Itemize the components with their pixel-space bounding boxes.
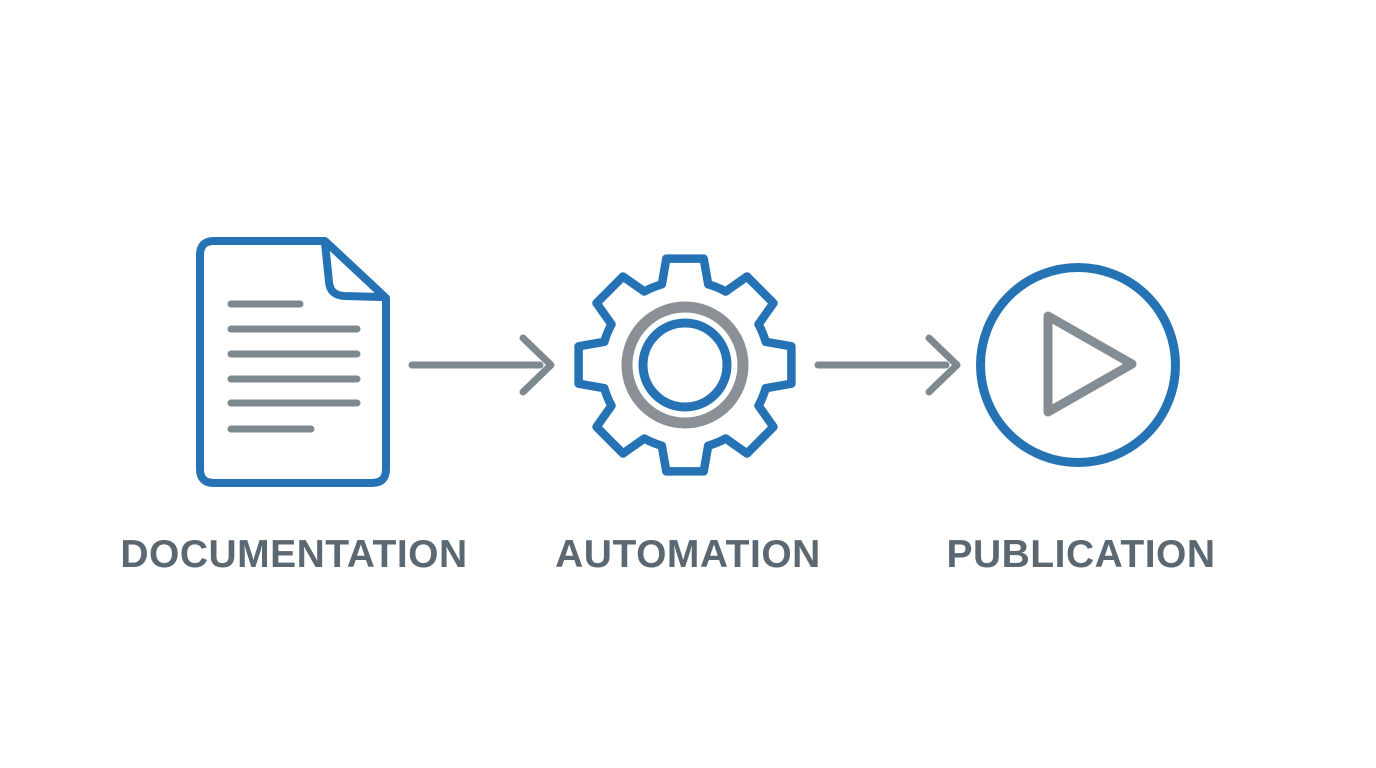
step-label-automation: AUTOMATION bbox=[555, 533, 821, 576]
document-text-lines bbox=[227, 300, 361, 433]
document-icon bbox=[196, 237, 390, 487]
play-triangle bbox=[1043, 311, 1137, 417]
arrow-right-icon bbox=[814, 334, 961, 396]
step-label-documentation: DOCUMENTATION bbox=[120, 533, 468, 576]
gear-ring bbox=[621, 301, 749, 429]
gear-hub bbox=[638, 318, 732, 412]
step-label-publication: PUBLICATION bbox=[946, 533, 1216, 576]
arrow-right-icon bbox=[408, 334, 555, 396]
play-circle-icon bbox=[976, 263, 1180, 467]
gear-icon bbox=[574, 254, 796, 476]
